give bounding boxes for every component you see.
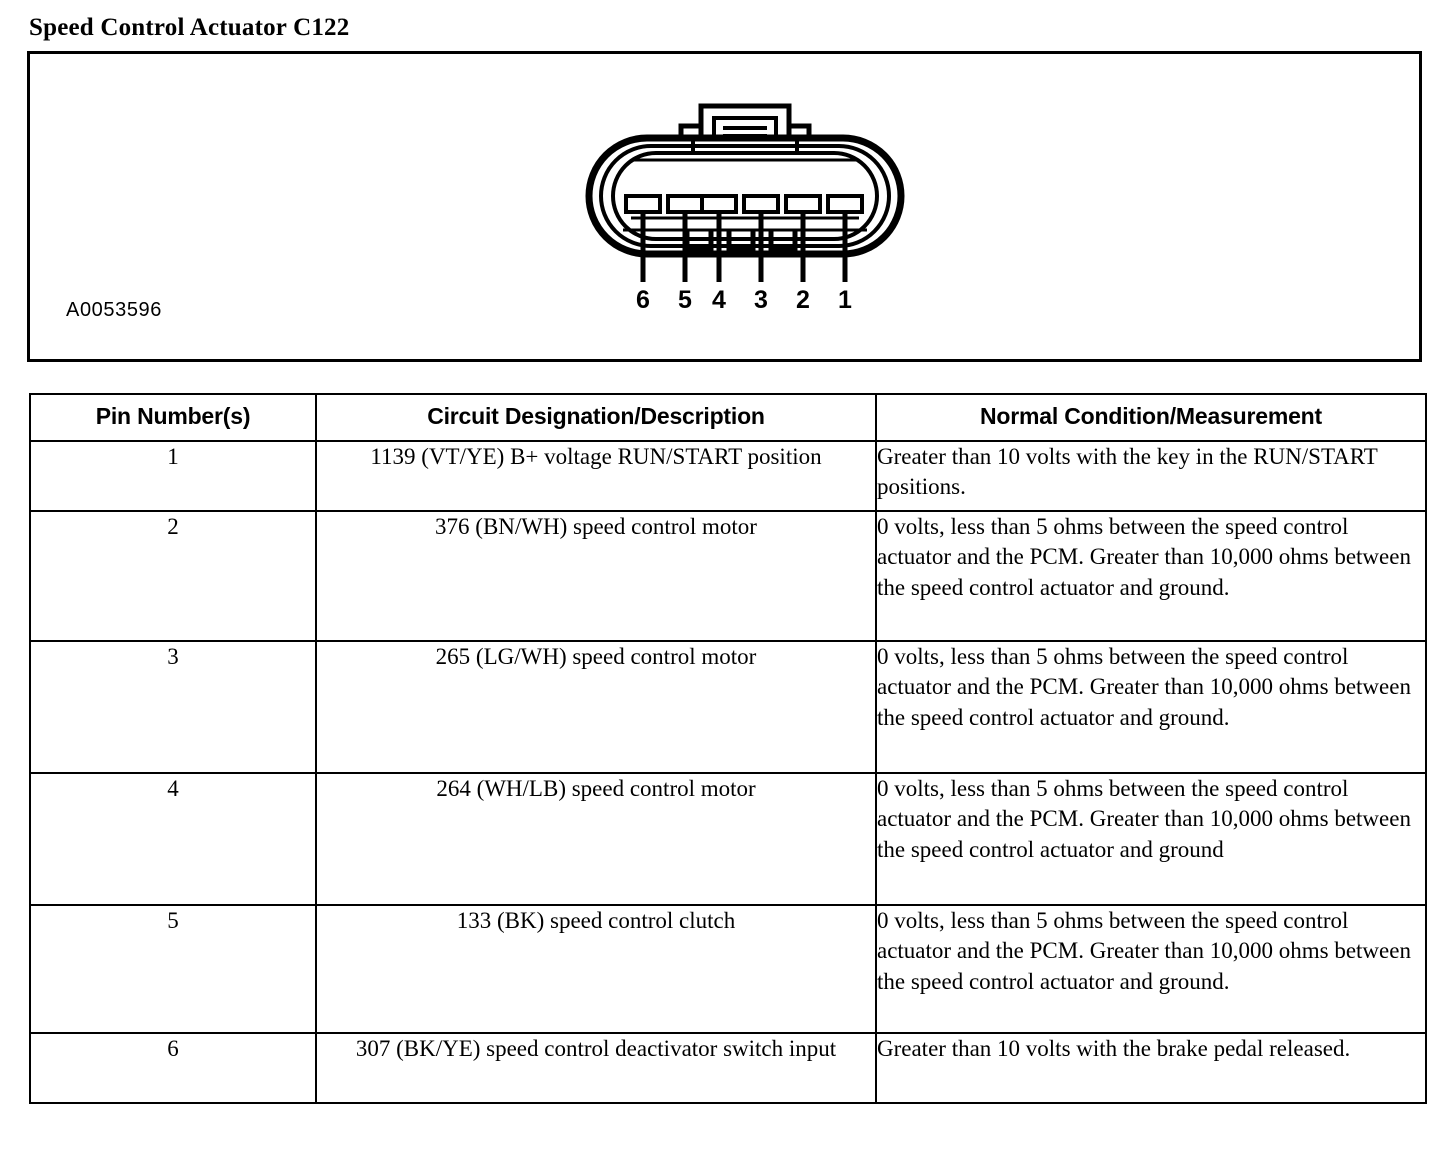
table-header-row: Pin Number(s) Circuit Designation/Descri… (29, 393, 1427, 442)
cell-condition: 0 volts, less than 5 ohms between the sp… (875, 904, 1427, 1034)
cell-pin-number: 4 (29, 772, 317, 906)
pin-number-labels: 6 5 4 3 2 1 (575, 286, 915, 320)
cell-pin-number: 1 (29, 440, 317, 512)
cell-circuit: 133 (BK) speed control clutch (315, 904, 877, 1034)
table-row: 5 133 (BK) speed control clutch 0 volts,… (29, 904, 1427, 1034)
cell-pin-number: 2 (29, 510, 317, 642)
table-row: 1 1139 (VT/YE) B+ voltage RUN/START posi… (29, 440, 1427, 512)
cell-circuit: 265 (LG/WH) speed control motor (315, 640, 877, 774)
cell-condition: 0 volts, less than 5 ohms between the sp… (875, 640, 1427, 774)
connector-diagram-panel: 6 5 4 3 2 1 A0053596 (27, 51, 1422, 362)
cell-circuit: 376 (BN/WH) speed control motor (315, 510, 877, 642)
cell-circuit: 264 (WH/LB) speed control motor (315, 772, 877, 906)
part-number-label: A0053596 (66, 299, 163, 321)
cell-pin-number: 5 (29, 904, 317, 1034)
pin-label-6: 6 (636, 286, 650, 314)
pin-label-5: 5 (678, 286, 692, 314)
cell-condition: 0 volts, less than 5 ohms between the sp… (875, 510, 1427, 642)
cell-circuit: 1139 (VT/YE) B+ voltage RUN/START positi… (315, 440, 877, 512)
page-title: Speed Control Actuator C122 (29, 14, 350, 41)
pin-assignment-table: Pin Number(s) Circuit Designation/Descri… (29, 393, 1427, 1104)
table-row: 4 264 (WH/LB) speed control motor 0 volt… (29, 772, 1427, 906)
table-row: 6 307 (BK/YE) speed control deactivator … (29, 1032, 1427, 1104)
cell-pin-number: 6 (29, 1032, 317, 1104)
header-circuit-designation: Circuit Designation/Description (315, 393, 877, 442)
pin-label-1: 1 (838, 286, 852, 314)
header-pin-number: Pin Number(s) (29, 393, 317, 442)
cell-condition: 0 volts, less than 5 ohms between the sp… (875, 772, 1427, 906)
pin-label-2: 2 (796, 286, 810, 314)
pin-label-3: 3 (754, 286, 768, 314)
cell-pin-number: 3 (29, 640, 317, 774)
connector-illustration: 6 5 4 3 2 1 (575, 90, 915, 330)
cell-condition: Greater than 10 volts with the brake ped… (875, 1032, 1427, 1104)
table-row: 2 376 (BN/WH) speed control motor 0 volt… (29, 510, 1427, 642)
cell-circuit: 307 (BK/YE) speed control deactivator sw… (315, 1032, 877, 1104)
header-normal-condition: Normal Condition/Measurement (875, 393, 1427, 442)
cell-condition: Greater than 10 volts with the key in th… (875, 440, 1427, 512)
pin-label-4: 4 (712, 286, 726, 314)
table-row: 3 265 (LG/WH) speed control motor 0 volt… (29, 640, 1427, 774)
